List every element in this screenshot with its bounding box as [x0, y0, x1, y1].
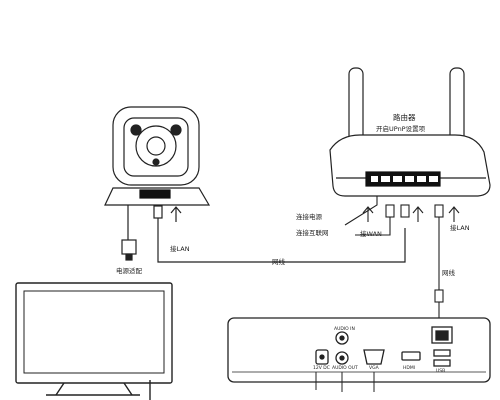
- network-cable-label-1: 网线: [272, 258, 285, 266]
- camera: [104, 106, 406, 263]
- audio-out-port: [335, 351, 349, 365]
- hdmi-port: [401, 351, 421, 361]
- router-cables: [344, 196, 460, 318]
- router: [329, 67, 491, 197]
- nvr-usb-label: USB: [436, 369, 446, 374]
- nvr-body: [227, 317, 491, 383]
- power-plug-icon: [121, 239, 137, 255]
- lan-label-right: 接LAN: [450, 224, 470, 232]
- vga-port: [363, 349, 385, 365]
- usb-port-2: [433, 359, 451, 367]
- wan-label: 接WAN: [360, 230, 382, 238]
- nvr: [227, 317, 491, 392]
- nvr-audio-out-label: AUDIO OUT: [332, 366, 358, 371]
- dc-port: [315, 349, 329, 365]
- lan-label-camera: 接LAN: [170, 245, 190, 253]
- router-subtitle: 开启UPnP设置项: [376, 125, 426, 133]
- nvr-dc-label: 12V DC: [313, 366, 330, 371]
- power-adapter-label: 电源适配: [116, 267, 142, 275]
- network-cable-label-2: 网线: [442, 269, 455, 277]
- connect-internet-label: 连接互联网: [296, 229, 329, 237]
- lan-port: [431, 326, 453, 344]
- nvr-audio-in-label: AUDIO IN: [334, 327, 355, 332]
- camera-lens: [135, 125, 177, 167]
- router-body: [329, 134, 491, 197]
- usb-port-1: [433, 349, 451, 357]
- monitor: [15, 282, 173, 400]
- connect-power-label: 连接电源: [296, 213, 322, 221]
- arrow-up-icon: [170, 206, 182, 222]
- audio-in-port: [335, 331, 349, 345]
- nvr-hdmi-label: HDMI: [403, 366, 416, 371]
- camera-housing: [112, 106, 200, 186]
- nvr-vga-label: VGA: [369, 366, 379, 371]
- monitor-screen: [23, 290, 165, 374]
- router-title: 路由器: [393, 113, 416, 122]
